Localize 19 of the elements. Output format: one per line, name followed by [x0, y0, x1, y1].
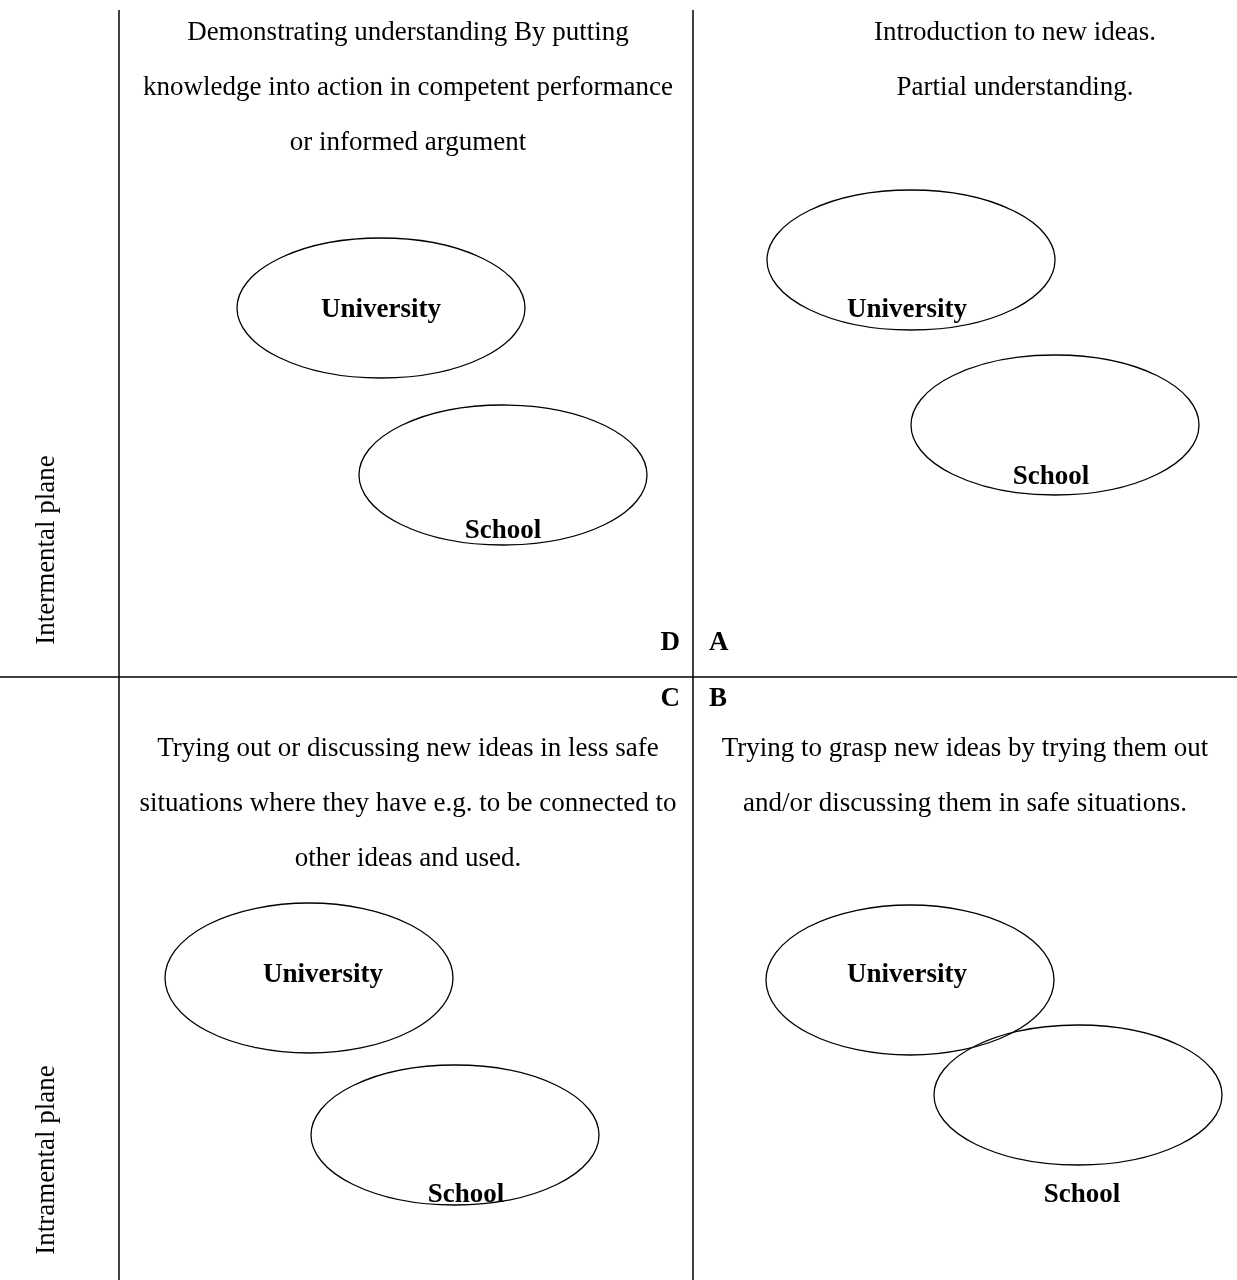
quadrant-description: Trying to grasp new ideas by trying them out and/or discussing them in safe situations. [720, 731, 1210, 819]
ellipse-label: University [321, 292, 441, 324]
quadrant-description: Trying out or discussing new ideas in less safe situations where they have e.g. to be connected to other ideas and used. [138, 731, 678, 874]
quadrant-letter: B [709, 681, 727, 714]
quadrant-description: Introduction to new ideas. [873, 15, 1157, 48]
quadrant-letter: C [660, 681, 680, 714]
quadrant-letter: A [709, 625, 729, 658]
ellipse-label: School [464, 513, 542, 545]
quadrant-description: Demonstrating understanding By putting knowledge into action in competent performance or informed argument [141, 15, 675, 158]
ellipse-label: School [1012, 459, 1090, 491]
quadrant-letter: D [660, 625, 680, 658]
axis-label: Intermental plane [29, 455, 61, 645]
ellipse-label: University [847, 292, 967, 324]
ellipse-label: University [263, 957, 383, 989]
ellipse-label: School [427, 1177, 505, 1209]
ellipse-label: University [847, 957, 967, 989]
axis-label: Intramental plane [29, 1065, 61, 1255]
quadrant-description: Partial understanding. [895, 70, 1135, 103]
ellipse-label: School [1043, 1177, 1121, 1209]
